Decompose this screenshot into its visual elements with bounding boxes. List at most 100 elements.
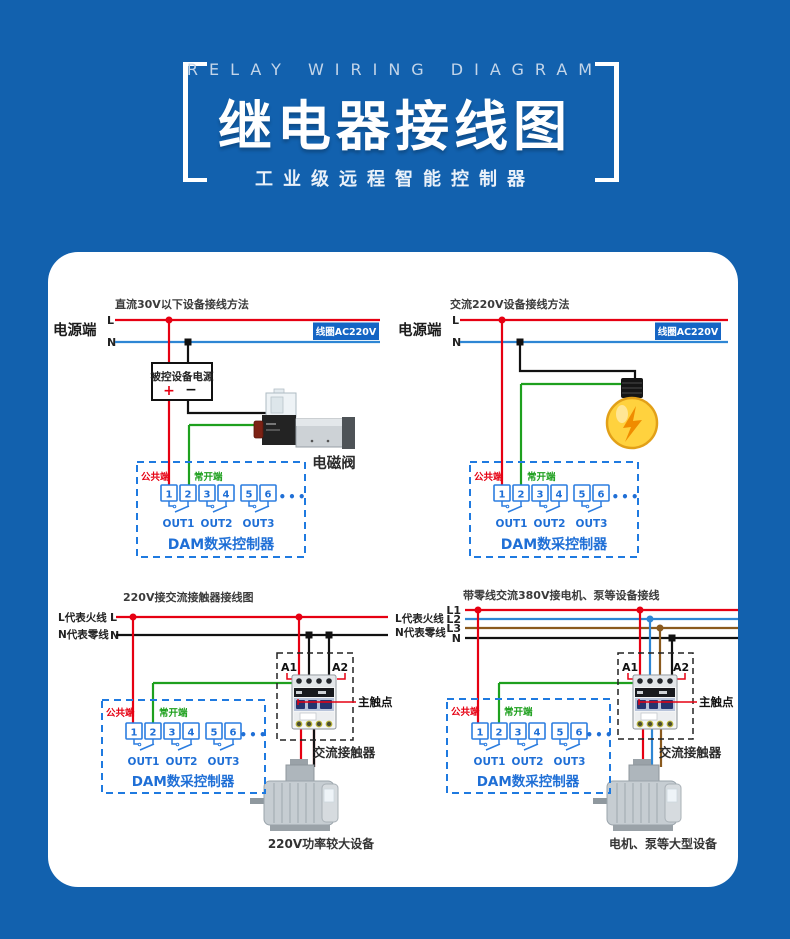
line-n-label: N — [452, 336, 461, 349]
wires — [129, 613, 333, 767]
out1-label: OUT1 — [128, 756, 160, 768]
terminal-number: 1 — [131, 728, 138, 739]
out1-label: OUT1 — [474, 756, 506, 768]
terminal-number: 4 — [223, 490, 230, 501]
terminal-number: 2 — [518, 490, 525, 501]
wires — [498, 316, 637, 485]
legend-neutral: N代表零线 — [395, 626, 446, 639]
terminal-number: 2 — [150, 728, 157, 739]
terminal-1: 1 — [471, 722, 489, 740]
line-n-label: N — [107, 336, 116, 349]
terminal-1: 1 — [125, 722, 143, 740]
terminal-number: 1 — [499, 490, 506, 501]
diagram-dc30: 直流30V以下设备接线方法 电源端 L N 线圈AC220V 被控设备电 — [53, 297, 380, 558]
terminal-number: 1 — [477, 728, 484, 739]
solenoid-valve-icon — [253, 388, 355, 449]
diagram-title: 直流30V以下设备接线方法 — [115, 297, 249, 311]
wires — [165, 316, 270, 485]
line-l2-label: L2 — [446, 613, 461, 626]
device-power-label: 被控设备电源 — [151, 370, 214, 383]
terminal-number: 2 — [185, 490, 192, 501]
coil-badge-label: 线圈AC220V — [658, 326, 719, 338]
terminal-5: 5 — [240, 484, 258, 502]
main-contact-label: 主触点 — [358, 695, 393, 709]
normally-open-label: 常开端 — [194, 471, 223, 483]
terminal-number: 6 — [230, 728, 237, 739]
power-lines — [465, 608, 738, 640]
main-contact-pointer: 主触点 — [638, 695, 734, 709]
line-l-label: L — [452, 314, 459, 327]
minus-sign: − — [185, 382, 197, 398]
device-label: 电机、泵等大型设备 — [609, 836, 718, 851]
dam-controller: 公共端 常开端 1 2 3 4 5 6 OUT1 OUT2 OUT3 ••• D… — [469, 461, 639, 558]
diagram-contactor220: 220V接交流接触器接线图 L代表火线 N代表零线 L N — [58, 590, 393, 851]
terminal-3: 3 — [198, 484, 216, 502]
terminal-number: 5 — [246, 490, 253, 501]
a2-label: A2 — [673, 661, 689, 674]
left-bracket-icon — [183, 62, 207, 182]
ellipsis-dots: ••• — [239, 728, 268, 742]
common-terminal-label: 公共端 — [141, 471, 170, 483]
out3-label: OUT3 — [554, 756, 586, 768]
terminal-4: 4 — [217, 484, 235, 502]
out2-label: OUT2 — [512, 756, 544, 768]
terminal-3: 3 — [509, 722, 527, 740]
out2-label: OUT2 — [534, 518, 566, 530]
main-contact-pointer: 主触点 — [297, 695, 393, 709]
main-contact-label: 主触点 — [699, 695, 734, 709]
coil-badge-label: 线圈AC220V — [316, 326, 377, 338]
dam-controller: 公共端 常开端 1 2 3 4 5 6 OUT1 OUT2 OUT3 ••• D… — [101, 699, 268, 794]
line-l-label: L — [110, 611, 117, 624]
terminal-3: 3 — [531, 484, 549, 502]
power-terminal-label: 电源端 — [53, 321, 97, 339]
terminal-1: 1 — [493, 484, 511, 502]
controller-label: DAM数采控制器 — [168, 536, 275, 553]
diagram-title: 220V接交流接触器接线图 — [123, 590, 253, 604]
dam-controller: 公共端 常开端 1 2 3 4 5 6 OUT1 OUT2 OUT3 ••• D… — [136, 461, 307, 558]
common-terminal-label: 公共端 — [106, 707, 135, 719]
terminal-number: 6 — [265, 490, 272, 501]
contactor-dashed-box: A1 A2 — [617, 652, 694, 740]
terminal-number: 3 — [204, 490, 211, 501]
line-l1-label: L1 — [446, 604, 461, 617]
relay-switch-icons — [133, 739, 235, 751]
diagram-ac380: 带零线交流380V接电机、泵等设备接线 L代表火线 N代表零线 L1 L2 L3… — [395, 588, 738, 851]
diagram-ac220: 交流220V设备接线方法 电源端 L N 线圈AC220V — [398, 297, 728, 558]
terminal-1: 1 — [160, 484, 178, 502]
terminal-number: 4 — [188, 728, 195, 739]
terminal-number: 5 — [211, 728, 218, 739]
line-n-label: N — [452, 632, 461, 645]
power-lines — [116, 615, 388, 637]
out2-label: OUT2 — [201, 518, 233, 530]
power-lines — [115, 318, 380, 344]
ellipsis-dots: ••• — [585, 728, 614, 742]
contactor-label: 交流接触器 — [313, 745, 376, 760]
a2-label: A2 — [332, 661, 348, 674]
diagram-title: 带零线交流380V接电机、泵等设备接线 — [463, 588, 659, 602]
normally-open-label: 常开端 — [504, 706, 533, 718]
terminal-4: 4 — [550, 484, 568, 502]
dam-controller: 公共端 常开端 1 2 3 4 5 6 OUT1 OUT2 OUT3 ••• D… — [446, 698, 614, 794]
plus-sign: + — [163, 383, 175, 399]
terminal-number: 3 — [537, 490, 544, 501]
out3-label: OUT3 — [243, 518, 275, 530]
line-l-label: L — [107, 314, 114, 327]
terminal-number: 5 — [557, 728, 564, 739]
out1-label: OUT1 — [163, 518, 195, 530]
terminal-number: 3 — [169, 728, 176, 739]
terminal-number: 6 — [576, 728, 583, 739]
common-terminal-label: 公共端 — [474, 471, 503, 483]
terminal-5: 5 — [573, 484, 591, 502]
line-n-label: N — [110, 629, 119, 642]
controller-label: DAM数采控制器 — [501, 536, 608, 553]
ellipsis-dots: ••• — [278, 490, 307, 504]
common-terminal-label: 公共端 — [451, 706, 480, 718]
a1-label: A1 — [622, 661, 638, 674]
legend-live: L代表火线 — [395, 612, 444, 625]
terminal-number: 6 — [598, 490, 605, 501]
contactor-label: 交流接触器 — [659, 745, 722, 760]
terminal-number: 4 — [556, 490, 563, 501]
relay-switch-icons — [479, 739, 581, 751]
coil-badge: 线圈AC220V — [313, 322, 379, 340]
